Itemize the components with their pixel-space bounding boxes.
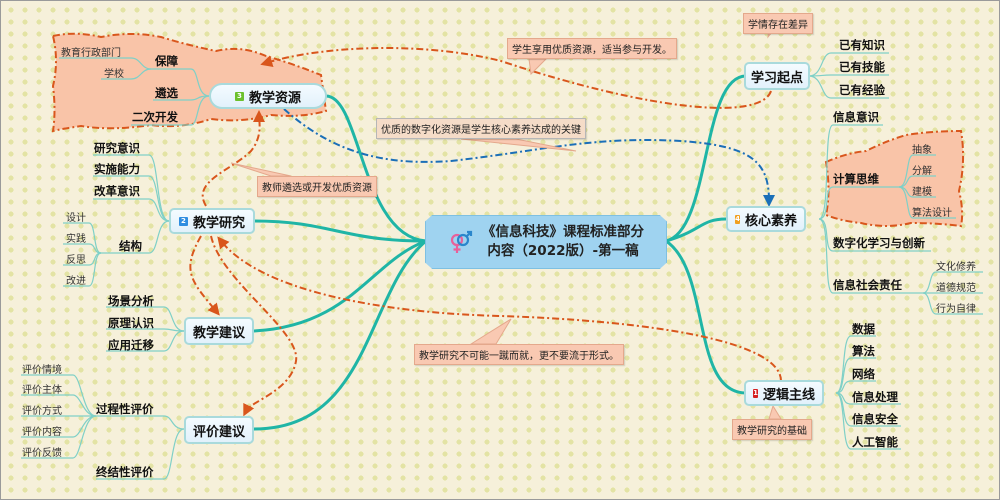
subtopic-algorithm[interactable]: 算法 <box>852 344 875 358</box>
callout-research-basis[interactable]: 教学研究的基础 <box>732 419 812 440</box>
topic-teaching-research[interactable]: 2 教学研究 <box>169 208 255 234</box>
subtopic-prior-skills[interactable]: 已有技能 <box>839 60 885 74</box>
leaf-school[interactable]: 学校 <box>104 69 124 80</box>
topic-label: 评价建议 <box>193 424 246 440</box>
leaf-self-discipline[interactable]: 行为自律 <box>936 304 976 315</box>
topic-label: 教学资源 <box>248 90 301 106</box>
central-topic[interactable]: 《信息科技》课程标准部分 内容（2022版）-第一稿 <box>425 215 667 269</box>
leaf-decomposition[interactable]: 分解 <box>912 166 932 177</box>
subtopic-research-awareness[interactable]: 研究意识 <box>94 141 140 155</box>
central-title-line2: 内容（2022版）-第一稿 <box>487 243 639 259</box>
subtopic-info-processing[interactable]: 信息处理 <box>852 390 898 404</box>
leaf-modeling[interactable]: 建模 <box>912 187 932 198</box>
subtopic-ai[interactable]: 人工智能 <box>852 435 898 449</box>
subtopic-digital-learning[interactable]: 数字化学习与创新 <box>833 236 925 250</box>
gender-icon <box>450 230 473 253</box>
leaf-algorithm-design[interactable]: 算法设计 <box>912 208 952 219</box>
callout-digital-resources-key[interactable]: 优质的数字化资源是学生核心素养达成的关键 <box>376 118 586 139</box>
subtopic-transfer[interactable]: 应用迁移 <box>108 338 154 352</box>
callout-research-note[interactable]: 教学研究不可能一蹴而就，更不要流于形式。 <box>414 344 624 365</box>
subtopic-select[interactable]: 遴选 <box>155 86 178 100</box>
subtopic-guarantee[interactable]: 保障 <box>155 54 178 68</box>
subtopic-implementation[interactable]: 实施能力 <box>94 162 140 176</box>
topic-evaluation-suggestion[interactable]: 评价建议 <box>184 416 254 444</box>
topic-logic-mainline[interactable]: 1 逻辑主线 <box>744 380 824 406</box>
leaf-improve[interactable]: 改进 <box>66 276 86 287</box>
callout-learning-differences[interactable]: 学情存在差异 <box>743 13 813 34</box>
leaf-eval-method[interactable]: 评价方式 <box>22 406 62 417</box>
leaf-eval-feedback[interactable]: 评价反馈 <box>22 448 62 459</box>
subtopic-reform-awareness[interactable]: 改革意识 <box>94 184 140 198</box>
topic-core-literacy[interactable]: 4 核心素养 <box>726 206 806 232</box>
subtopic-social-responsibility[interactable]: 信息社会责任 <box>833 278 902 292</box>
priority-4-icon: 4 <box>735 214 740 224</box>
topic-teaching-resources[interactable]: 3 教学资源 <box>209 83 327 109</box>
subtopic-principle[interactable]: 原理认识 <box>108 316 154 330</box>
subtopic-network[interactable]: 网络 <box>852 367 875 381</box>
topic-label: 学习起点 <box>751 70 804 86</box>
leaf-practice[interactable]: 实践 <box>66 234 86 245</box>
subtopic-computational-thinking[interactable]: 计算思维 <box>833 172 879 186</box>
topic-learning-starting-point[interactable]: 学习起点 <box>744 62 810 90</box>
topic-label: 教学建议 <box>193 325 246 341</box>
leaf-design[interactable]: 设计 <box>66 213 86 224</box>
leaf-eval-content[interactable]: 评价内容 <box>22 427 62 438</box>
topic-label: 逻辑主线 <box>762 387 815 403</box>
leaf-eval-subject[interactable]: 评价主体 <box>22 385 62 396</box>
subtopic-process-eval[interactable]: 过程性评价 <box>96 402 154 416</box>
topic-teaching-suggestion[interactable]: 教学建议 <box>184 317 254 345</box>
subtopic-prior-experience[interactable]: 已有经验 <box>839 83 885 97</box>
subtopic-redevelop[interactable]: 二次开发 <box>132 110 178 124</box>
subtopic-info-security[interactable]: 信息安全 <box>852 412 898 426</box>
leaf-education-admin[interactable]: 教育行政部门 <box>61 48 121 59</box>
priority-3-icon: 3 <box>234 91 244 101</box>
leaf-reflect[interactable]: 反思 <box>66 255 86 266</box>
callout-students-use-resources[interactable]: 学生享用优质资源，适当参与开发。 <box>507 38 677 59</box>
topic-label: 教学研究 <box>192 215 245 231</box>
subtopic-prior-knowledge[interactable]: 已有知识 <box>839 38 885 52</box>
topic-label: 核心素养 <box>744 213 797 229</box>
leaf-culture[interactable]: 文化修养 <box>936 262 976 273</box>
leaf-abstraction[interactable]: 抽象 <box>912 145 932 156</box>
leaf-eval-context[interactable]: 评价情境 <box>22 365 62 376</box>
central-title-line1: 《信息科技》课程标准部分 <box>482 224 644 240</box>
subtopic-structure[interactable]: 结构 <box>119 239 142 253</box>
priority-1-icon: 1 <box>753 388 758 398</box>
subtopic-info-awareness[interactable]: 信息意识 <box>833 110 879 124</box>
leaf-ethics[interactable]: 道德规范 <box>936 283 976 294</box>
subtopic-data[interactable]: 数据 <box>852 322 875 336</box>
subtopic-summative-eval[interactable]: 终结性评价 <box>96 465 154 479</box>
subtopic-scenario-analysis[interactable]: 场景分析 <box>108 294 154 308</box>
callout-teacher-select[interactable]: 教师遴选或开发优质资源 <box>257 176 377 197</box>
priority-2-icon: 2 <box>179 216 188 226</box>
